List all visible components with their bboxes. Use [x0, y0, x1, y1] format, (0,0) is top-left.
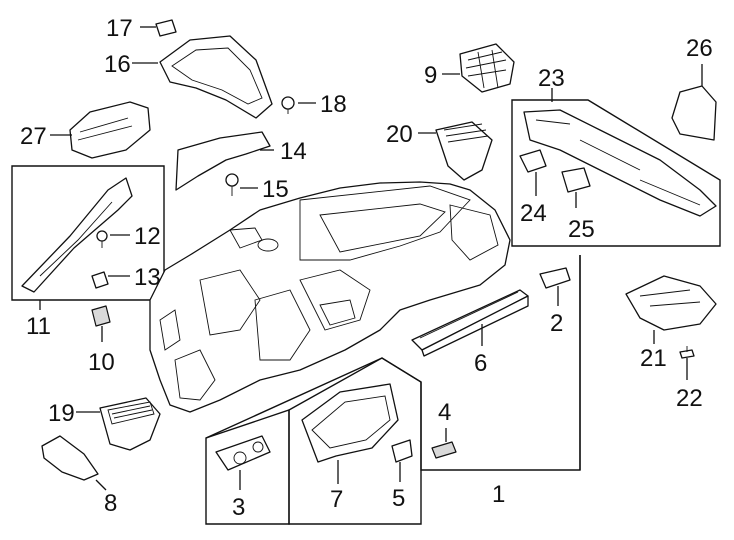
callout-14: 14 [280, 138, 307, 165]
callout-22: 22 [676, 385, 703, 412]
part-20-air-vent [435, 121, 493, 181]
callout-6: 6 [474, 350, 487, 377]
part-4-clip [431, 441, 457, 459]
part-17-clip [155, 19, 177, 37]
callout-4: 4 [438, 399, 451, 426]
part-26-bracket [671, 85, 717, 141]
callout-13: 13 [134, 264, 161, 291]
instrument-panel-carrier [149, 181, 511, 413]
callout-23: 23 [538, 65, 565, 92]
part-10-clip [91, 305, 111, 327]
callout-17: 17 [106, 15, 133, 42]
part-5-bracket [391, 439, 413, 463]
part-19-air-vent [99, 397, 161, 451]
part-6-glove-box-door [411, 289, 529, 357]
callout-10: 10 [88, 349, 115, 376]
callout-8: 8 [104, 490, 117, 517]
callout-3: 3 [232, 494, 245, 521]
part-21-bracket [625, 275, 717, 331]
callout-21: 21 [640, 345, 667, 372]
group-frame-3 [205, 409, 290, 525]
callout-5: 5 [392, 485, 405, 512]
callout-15: 15 [262, 176, 289, 203]
part-9-vent-grille [459, 43, 515, 93]
leader-8 [95, 479, 107, 491]
callout-25: 25 [568, 216, 595, 243]
part-18-screw [281, 96, 295, 114]
part-15-bolt [225, 173, 239, 196]
part-24-bracket [519, 149, 547, 173]
part-25-bracket [561, 167, 591, 193]
callout-12: 12 [134, 223, 161, 250]
part-3-switch-panel [215, 435, 271, 471]
callout-11: 11 [26, 313, 51, 340]
callout-27: 27 [20, 123, 47, 150]
callout-2: 2 [550, 310, 563, 337]
part-13-clip [91, 271, 109, 289]
group-frame-23 [511, 99, 721, 247]
part-11-pillar-trim [21, 177, 133, 293]
callout-26: 26 [686, 35, 713, 62]
callout-18: 18 [320, 91, 347, 118]
part-12-screw [96, 230, 108, 248]
part-23-cross-beam [523, 109, 717, 217]
callout-9: 9 [424, 62, 437, 89]
callout-24: 24 [520, 200, 547, 227]
part-22-clip [679, 346, 695, 359]
part-14-trim-panel [175, 131, 271, 191]
part-16-cover [159, 35, 273, 119]
callout-19: 19 [48, 400, 75, 427]
callout-1: 1 [492, 481, 505, 508]
part-2-cover [539, 267, 571, 289]
group-frame-7 [288, 357, 422, 525]
callout-16: 16 [104, 51, 131, 78]
part-8-end-cap [41, 435, 99, 481]
callout-20: 20 [386, 121, 413, 148]
part-7-cluster-bezel [301, 383, 399, 463]
part-27-airbag [69, 101, 151, 159]
callout-7: 7 [330, 486, 343, 513]
